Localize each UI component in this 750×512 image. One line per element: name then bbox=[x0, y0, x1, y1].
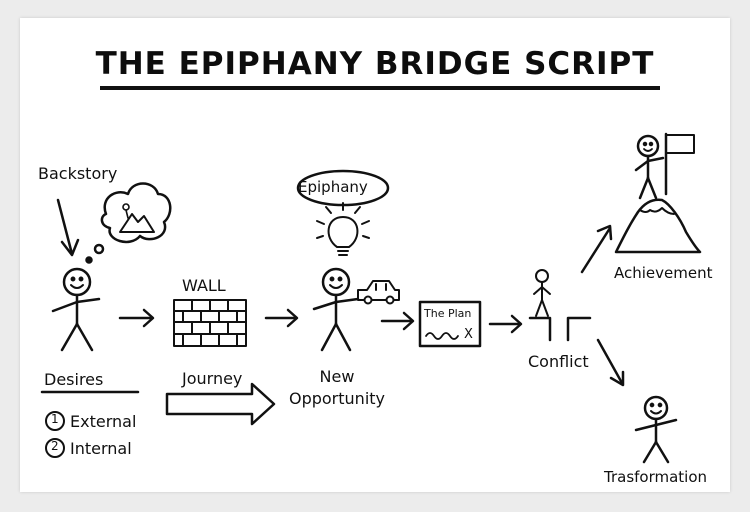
number-circle-2 bbox=[45, 438, 65, 458]
epiphany-label: Epiphany bbox=[298, 178, 368, 196]
achievement-label: Achievement bbox=[614, 264, 713, 282]
arrow-to-achievement bbox=[580, 224, 613, 274]
internal-label: Internal bbox=[70, 439, 132, 458]
stick-figure-epiphany bbox=[312, 267, 360, 352]
plan-x-mark: X bbox=[464, 327, 473, 342]
title-underline bbox=[100, 86, 660, 90]
light-bulb-icon bbox=[316, 202, 370, 256]
stick-figure-summit bbox=[634, 134, 665, 200]
arrow-to-plan bbox=[380, 311, 415, 331]
journey-label: Journey bbox=[182, 369, 243, 388]
new-label: New bbox=[319, 367, 355, 386]
list-number-2: 2 bbox=[51, 439, 59, 453]
flag-icon bbox=[664, 132, 695, 196]
brick-wall bbox=[173, 299, 247, 347]
opportunity-label: Opportunity bbox=[288, 389, 385, 408]
number-circle-1 bbox=[45, 411, 65, 431]
stick-figure-conflict bbox=[533, 269, 551, 317]
diagram-card: THE EPIPHANY BRIDGE SCRIPT bbox=[20, 18, 730, 492]
plan-box bbox=[418, 300, 482, 348]
arrow-to-transformation bbox=[596, 338, 625, 387]
backstory-arrow bbox=[56, 198, 80, 257]
mountain-icon bbox=[119, 213, 155, 233]
car-icon bbox=[357, 280, 400, 305]
transformation-label: Trasformation bbox=[604, 468, 708, 486]
plan-wave bbox=[425, 332, 459, 340]
thought-bubble bbox=[85, 182, 172, 264]
backstory-label: Backstory bbox=[38, 164, 118, 183]
conflict-gap bbox=[528, 316, 592, 342]
achievement-mountain bbox=[614, 198, 702, 254]
arrow-to-wall bbox=[118, 308, 155, 328]
plan-label: The Plan bbox=[424, 307, 472, 320]
external-label: External bbox=[70, 412, 137, 431]
conflict-label: Conflict bbox=[528, 352, 589, 371]
list-number-1: 1 bbox=[51, 412, 59, 426]
stick-figure-hero bbox=[51, 267, 101, 352]
diagram-title: THE EPIPHANY BRIDGE SCRIPT bbox=[95, 46, 655, 82]
desires-label: Desires bbox=[44, 370, 104, 389]
wall-label: WALL bbox=[182, 276, 226, 295]
diagram-drawing bbox=[40, 132, 702, 464]
stick-figure-transformation bbox=[634, 395, 678, 464]
arrow-to-epiphany bbox=[264, 308, 299, 328]
journey-arrow bbox=[165, 382, 276, 426]
arrow-to-conflict bbox=[488, 314, 523, 334]
